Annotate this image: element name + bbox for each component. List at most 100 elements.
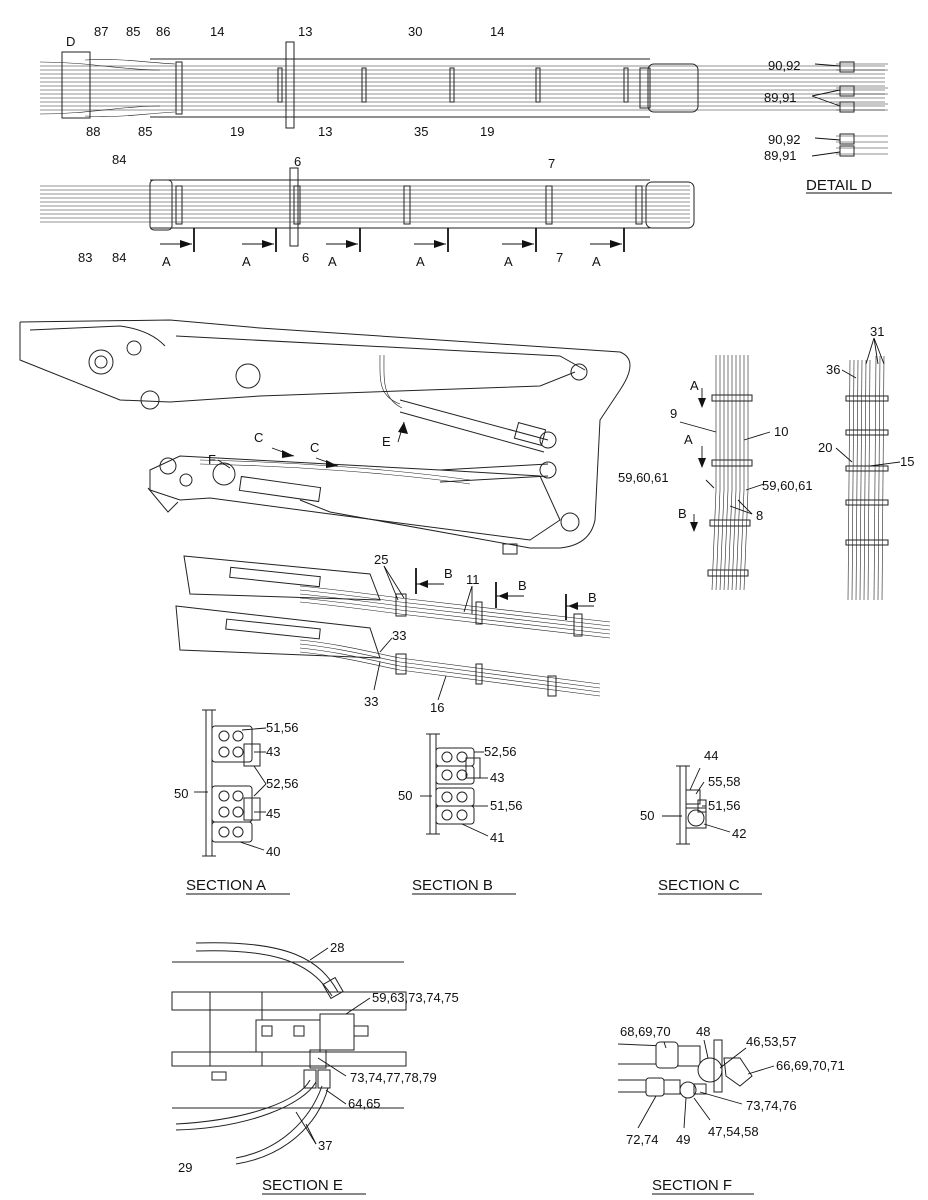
label-c-1: C xyxy=(254,430,263,445)
label-f: F xyxy=(208,452,216,467)
label-86: 86 xyxy=(156,24,170,39)
label-b-1: B xyxy=(444,566,453,581)
label-a-2: A xyxy=(242,254,251,269)
label-9: 9 xyxy=(670,406,677,421)
title-section-c: SECTION C xyxy=(658,877,740,894)
label-e: E xyxy=(382,434,391,449)
label-8: 8 xyxy=(756,508,763,523)
label-sa-40: 40 xyxy=(266,844,280,859)
label-84-top: 84 xyxy=(112,152,126,167)
label-sf-49: 49 xyxy=(676,1132,690,1147)
label-se-73-74-77-78-79: 73,74,77,78,79 xyxy=(350,1070,437,1085)
label-87: 87 xyxy=(94,24,108,39)
label-59-60-61-left: 59,60,61 xyxy=(618,470,669,485)
label-16: 16 xyxy=(430,700,444,715)
label-33-bottom: 33 xyxy=(364,694,378,709)
label-se-64-65: 64,65 xyxy=(348,1096,381,1111)
section-c xyxy=(662,765,731,845)
label-d: D xyxy=(66,34,75,49)
label-sc-50: 50 xyxy=(640,808,654,823)
section-f xyxy=(617,1039,775,1129)
label-35: 35 xyxy=(414,124,428,139)
title-section-a: SECTION A xyxy=(186,877,266,894)
label-10: 10 xyxy=(774,424,788,439)
label-b-2: B xyxy=(518,578,527,593)
label-19-right: 19 xyxy=(480,124,494,139)
section-a-arrows xyxy=(160,228,625,252)
label-83: 83 xyxy=(78,250,92,265)
label-sa-51-56: 51,56 xyxy=(266,720,299,735)
detail-d-box xyxy=(61,51,91,119)
label-b-view: B xyxy=(678,506,687,521)
callout-labels: D 87 85 86 14 13 30 14 88 85 19 13 35 19… xyxy=(66,24,914,1195)
label-30: 30 xyxy=(408,24,422,39)
label-se-29: 29 xyxy=(178,1160,192,1175)
label-85-bottom: 85 xyxy=(138,124,152,139)
section-b xyxy=(420,733,489,837)
label-sf-66-69-70-71: 66,69,70,71 xyxy=(776,1058,845,1073)
label-detail-90-92-a: 90,92 xyxy=(768,58,801,73)
label-sc-51-56: 51,56 xyxy=(708,798,741,813)
title-section-b: SECTION B xyxy=(412,877,493,894)
title-section-f: SECTION F xyxy=(652,1177,732,1194)
label-a-view-2: A xyxy=(684,432,693,447)
label-33-top: 33 xyxy=(392,628,406,643)
label-se-37: 37 xyxy=(318,1138,332,1153)
label-sf-68-69-70: 68,69,70 xyxy=(620,1024,671,1039)
section-e xyxy=(171,942,407,1165)
label-sa-45: 45 xyxy=(266,806,280,821)
label-7-top: 7 xyxy=(548,156,555,171)
label-a-view-1: A xyxy=(690,378,699,393)
top-view-upper xyxy=(39,41,885,129)
label-a-4: A xyxy=(416,254,425,269)
label-a-6: A xyxy=(592,254,601,269)
title-detail-d: DETAIL D xyxy=(806,177,872,194)
label-sb-51-56: 51,56 xyxy=(490,798,523,813)
label-6-top: 6 xyxy=(294,154,301,169)
label-sf-73-74-76: 73,74,76 xyxy=(746,1098,797,1113)
label-sb-52-56: 52,56 xyxy=(484,744,517,759)
label-25: 25 xyxy=(374,552,388,567)
label-13-top: 13 xyxy=(298,24,312,39)
label-sa-52-56: 52,56 xyxy=(266,776,299,791)
hose-view-2 xyxy=(835,337,901,601)
label-13-bottom: 13 xyxy=(318,124,332,139)
label-detail-90-92-b: 90,92 xyxy=(768,132,801,147)
section-a xyxy=(194,709,267,857)
label-85-top: 85 xyxy=(126,24,140,39)
label-20: 20 xyxy=(818,440,832,455)
title-section-e: SECTION E xyxy=(262,1177,343,1194)
hose-view-1 xyxy=(679,355,771,591)
arm-view xyxy=(175,555,611,701)
boom-side-view xyxy=(19,319,631,555)
label-sc-44: 44 xyxy=(704,748,718,763)
label-sa-50: 50 xyxy=(174,786,188,801)
label-19-left: 19 xyxy=(230,124,244,139)
label-detail-89-91-a: 89,91 xyxy=(764,90,797,105)
label-15: 15 xyxy=(900,454,914,469)
label-se-59-63-73-74-75: 59,63,73,74,75 xyxy=(372,990,459,1005)
label-59-60-61-right: 59,60,61 xyxy=(762,478,813,493)
label-sb-50: 50 xyxy=(398,788,412,803)
label-sf-48: 48 xyxy=(696,1024,710,1039)
label-a-5: A xyxy=(504,254,513,269)
label-sc-42: 42 xyxy=(732,826,746,841)
top-view-lower xyxy=(40,167,695,252)
label-c-2: C xyxy=(310,440,319,455)
label-se-28: 28 xyxy=(330,940,344,955)
label-b-3: B xyxy=(588,590,597,605)
label-88: 88 xyxy=(86,124,100,139)
label-sf-46-53-57: 46,53,57 xyxy=(746,1034,797,1049)
label-6-bottom: 6 xyxy=(302,250,309,265)
label-sa-43: 43 xyxy=(266,744,280,759)
detail-d xyxy=(811,61,888,157)
label-sb-43: 43 xyxy=(490,770,504,785)
label-sf-72-74: 72,74 xyxy=(626,1132,659,1147)
label-31: 31 xyxy=(870,324,884,339)
label-sf-47-54-58: 47,54,58 xyxy=(708,1124,759,1139)
label-36: 36 xyxy=(826,362,840,377)
label-7-bottom: 7 xyxy=(556,250,563,265)
label-84-bottom: 84 xyxy=(112,250,126,265)
